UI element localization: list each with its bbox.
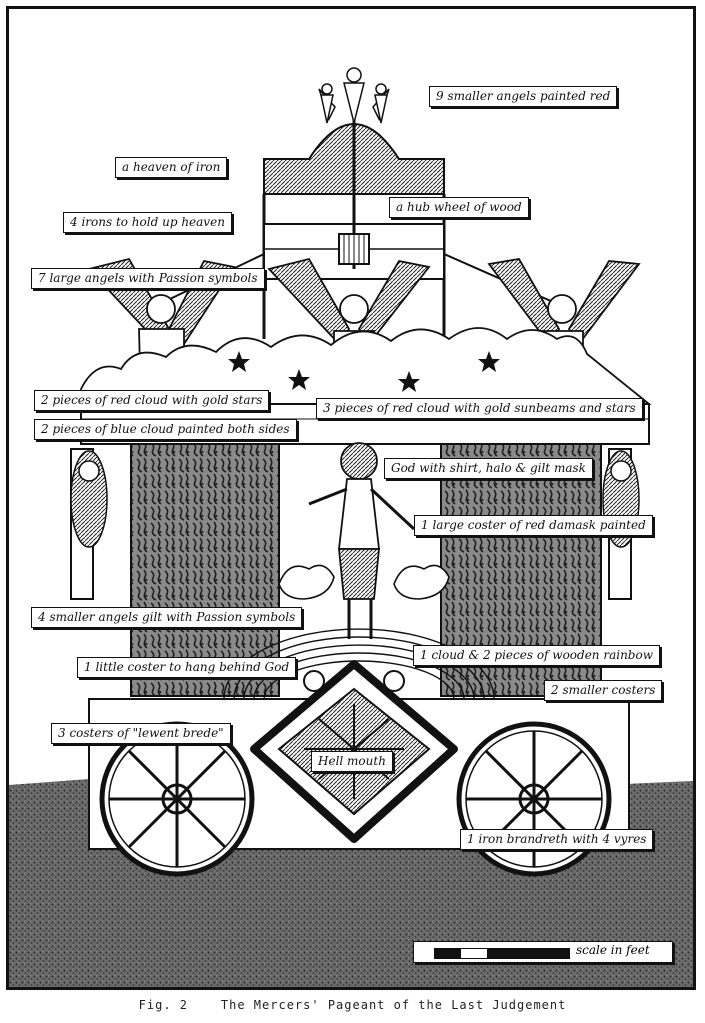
cloud-band xyxy=(80,327,652,405)
label-god: God with shirt, halo & gilt mask xyxy=(384,458,593,479)
label-costers-damask: 1 large coster of red damask painted xyxy=(414,515,653,536)
figure-caption: Fig. 2 The Mercers' Pageant of the Last … xyxy=(138,998,567,1012)
label-little-coster: 1 little coster to hang behind God xyxy=(77,657,297,678)
label-large-angels: 7 large angels with Passion symbols xyxy=(31,268,265,289)
label-irons-heaven: 4 irons to hold up heaven xyxy=(63,212,232,233)
wheel-left xyxy=(99,721,255,877)
wheel-right xyxy=(456,721,612,877)
scale-bar-graphic xyxy=(434,948,570,959)
label-hell-mouth: Hell mouth xyxy=(311,751,393,772)
pageant-wagon-drawing xyxy=(9,67,693,987)
left-coster xyxy=(130,440,280,697)
label-smaller-angels: 9 smaller angels painted red xyxy=(429,86,618,107)
figure-frame: 9 smaller angels painted red a heaven of… xyxy=(6,6,696,990)
label-red-cloud-sunbeams: 3 pieces of red cloud with gold sunbeams… xyxy=(316,398,643,419)
label-gilt-angels: 4 smaller angels gilt with Passion symbo… xyxy=(31,607,303,628)
label-hub-wheel: a hub wheel of wood xyxy=(389,197,529,218)
scale-bar: scale in feet xyxy=(413,941,673,963)
scale-bar-label: scale in feet xyxy=(576,943,650,957)
gilt-angels xyxy=(278,564,450,600)
label-blue-cloud: 2 pieces of blue cloud painted both side… xyxy=(34,419,297,440)
label-cloud-rainbow: 1 cloud & 2 pieces of wooden rainbow xyxy=(413,645,660,666)
label-red-cloud: 2 pieces of red cloud with gold stars xyxy=(34,390,270,411)
label-costers-broken: 3 costers of "lewent brede" xyxy=(51,723,231,744)
top-angels xyxy=(318,67,390,124)
label-smaller-costers: 2 smaller costers xyxy=(544,680,663,701)
god-figure xyxy=(308,442,416,639)
label-brandreth: 1 iron brandreth with 4 vyres xyxy=(460,829,654,850)
label-heaven-iron: a heaven of iron xyxy=(115,157,228,178)
